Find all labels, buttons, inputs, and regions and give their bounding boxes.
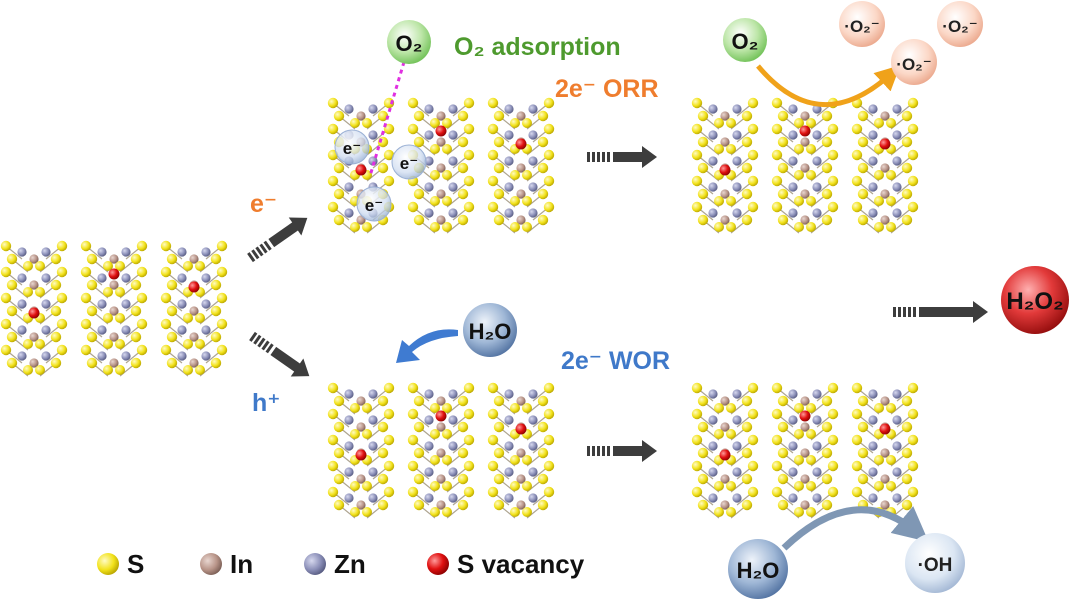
h2o2-label: H₂O₂ (1006, 288, 1063, 315)
sulfur-vacancy-orr-state-b (799, 125, 811, 137)
arrow-electron-to-orr (587, 146, 657, 168)
superoxide-label-1: ·O₂⁻ (844, 17, 879, 36)
orr-curved-arrow (756, 64, 901, 107)
superoxide-radical-1: ·O₂⁻ (839, 1, 885, 47)
adsorbed-electron-label-1: e⁻ (343, 139, 361, 158)
slab-column-orr-state-c (851, 97, 919, 234)
sulfur-vacancy-hole-state-a (355, 449, 367, 461)
slab-column-wor-state-c (851, 382, 919, 519)
electron-branch-label: e⁻ (250, 190, 277, 218)
slab-column-electron-state-b (407, 97, 475, 234)
legend-item-s: S (97, 549, 144, 579)
legend-swatch-in (200, 553, 222, 575)
h2o-molecule-oxidation: H₂O (463, 303, 517, 357)
arrow-to-h2o2 (893, 301, 988, 323)
sulfur-vacancy-wor-state-a (719, 449, 731, 461)
sulfur-vacancy-hole-state-c (515, 423, 527, 435)
adsorbed-electron-3: e⁻ (356, 186, 392, 222)
arrow-hole-to-wor (587, 440, 657, 462)
legend-label-in: In (230, 549, 253, 579)
crystal-slab-orr-state (691, 97, 919, 234)
sulfur-vacancy-orr-state-c (879, 138, 891, 150)
superoxide-label-2: ·O₂⁻ (942, 17, 977, 36)
sulfur-vacancy-initial-c (188, 281, 200, 293)
process-arrows (247, 146, 988, 462)
adsorbed-electron-label-3: e⁻ (365, 196, 383, 215)
slab-column-initial-a (0, 240, 68, 377)
legend-item-zn: Zn (304, 549, 366, 579)
hole-branch-label: h⁺ (252, 389, 280, 417)
h2o-label: H₂O (469, 319, 512, 344)
legend-swatch-zn (304, 553, 326, 575)
hydroxyl-label: ·OH (918, 555, 953, 576)
o2-adsorption-bond (368, 61, 406, 177)
hydroxyl-radical: ·OH (905, 533, 965, 593)
o2-molecule-reactant: O₂ (723, 18, 767, 62)
h2o2-product: H₂O₂ (1001, 266, 1069, 334)
adsorbed-electron-label-2: e⁻ (400, 154, 418, 173)
legend-label-zn: Zn (334, 549, 366, 579)
slab-column-initial-b (80, 240, 148, 377)
wor-curved-arrow (781, 506, 929, 551)
superoxide-label-3: ·O₂⁻ (896, 55, 931, 74)
adsorbed-electron-2: e⁻ (391, 144, 427, 180)
sulfur-vacancy-electron-state-a (355, 164, 367, 176)
legend-item-s-vacancy: S vacancy (427, 549, 585, 579)
crystal-structures (0, 97, 919, 519)
h2o-molecule-wor: H₂O (728, 539, 788, 599)
sulfur-vacancy-hole-state-b (435, 410, 447, 422)
slab-column-electron-state-c (487, 97, 555, 234)
slab-column-orr-state-a (691, 97, 759, 234)
superoxide-radical-2: ·O₂⁻ (937, 1, 983, 47)
orr-label: 2e⁻ ORR (555, 75, 659, 103)
o2-adsorption-label: O₂ adsorption (454, 33, 621, 61)
legend-label-s: S (127, 549, 144, 579)
slab-column-hole-state-c (487, 382, 555, 519)
sulfur-vacancy-electron-state-b (435, 125, 447, 137)
h2o-approach-arrow (396, 329, 458, 363)
o2-molecule-adsorbing: O₂ (387, 20, 431, 64)
sulfur-vacancy-wor-state-b (799, 410, 811, 422)
legend: S In Zn S vacancy (97, 549, 585, 579)
h2o-wor-label: H₂O (737, 558, 780, 583)
superoxide-radical-3: ·O₂⁻ (891, 39, 937, 85)
sulfur-vacancy-wor-state-c (879, 423, 891, 435)
sulfur-vacancy-initial-b (108, 268, 120, 280)
crystal-slab-hole-state (327, 382, 555, 519)
wor-label: 2e⁻ WOR (561, 347, 670, 375)
slab-column-wor-state-b (771, 382, 839, 519)
slab-column-hole-state-b (407, 382, 475, 519)
crystal-slab-wor-state (691, 382, 919, 519)
legend-swatch-s (97, 553, 119, 575)
slab-column-orr-state-b (771, 97, 839, 234)
slab-column-hole-state-a (327, 382, 395, 519)
legend-swatch-s-vacancy (427, 553, 449, 575)
o2-label: O₂ (396, 31, 423, 56)
arrow-to-electron (247, 217, 308, 263)
slab-column-initial-c (160, 240, 228, 377)
legend-item-in: In (200, 549, 253, 579)
o2-reactant-label: O₂ (732, 29, 759, 54)
sulfur-vacancy-orr-state-a (719, 164, 731, 176)
crystal-slab-initial (0, 240, 228, 377)
legend-label-s-vacancy: S vacancy (457, 549, 585, 579)
sulfur-vacancy-electron-state-c (515, 138, 527, 150)
slab-column-wor-state-a (691, 382, 759, 519)
adsorbed-electron-1: e⁻ (334, 129, 370, 165)
arrow-to-hole (249, 331, 310, 377)
sulfur-vacancy-initial-a (28, 307, 40, 319)
